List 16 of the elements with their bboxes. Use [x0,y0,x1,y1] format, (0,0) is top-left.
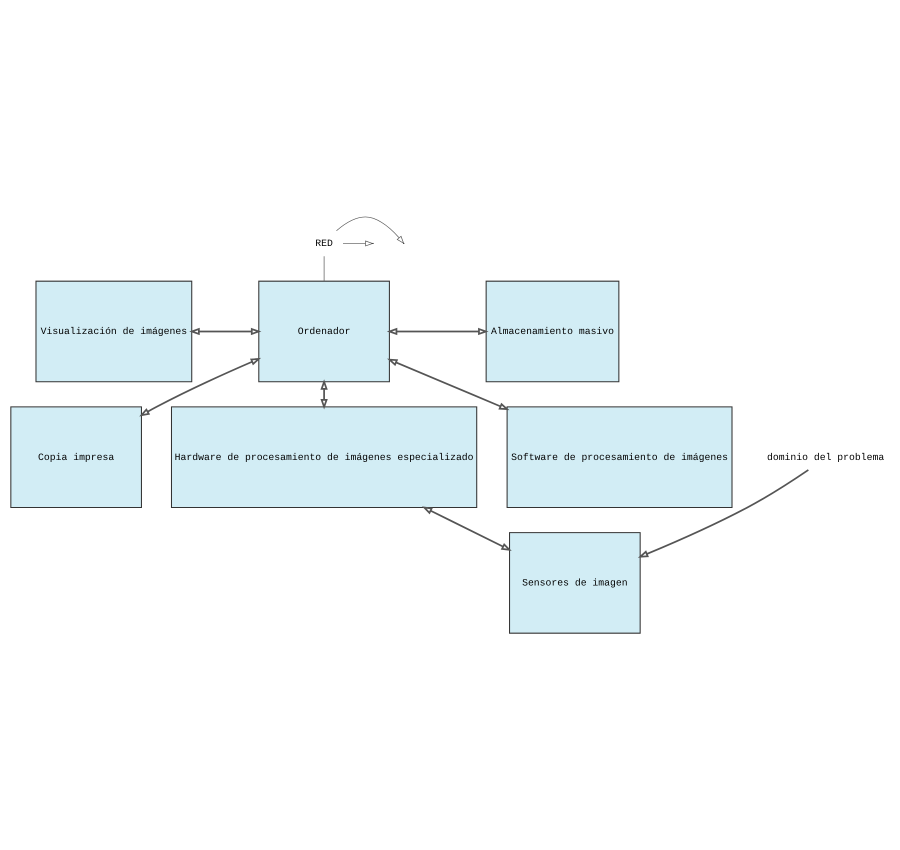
arrow [139,358,262,416]
node-box: Ordenador [258,280,390,382]
node-box: Almacenamiento masivo [486,280,620,382]
node-text: dominio del problema [766,452,884,463]
node-box: Software de procesamiento de imágenes [506,406,733,508]
arrow [386,328,489,336]
arrow [638,469,809,558]
node-box: Visualización de imágenes [35,280,192,382]
node-text: RED [315,238,333,250]
node-box: Copia impresa [10,406,142,508]
arrow [422,506,512,551]
node-box: Sensores de imagen [509,532,641,634]
arrow [189,328,262,336]
arrow [320,379,328,410]
arrow [387,358,510,410]
node-box: Hardware de procesamiento de imágenes especializado [170,406,478,508]
